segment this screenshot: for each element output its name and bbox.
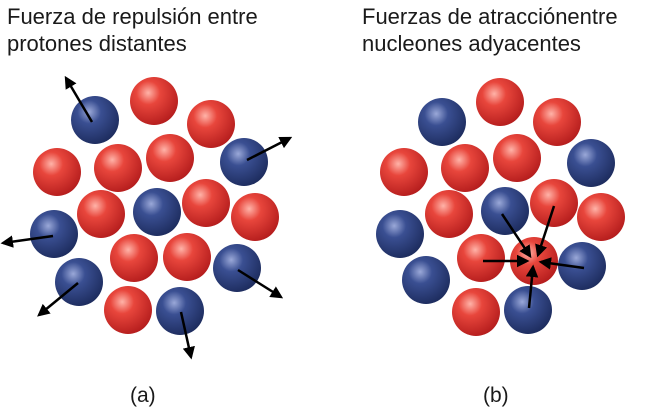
proton <box>33 148 81 196</box>
neutron <box>418 98 466 146</box>
attraction-arrow <box>500 213 532 259</box>
panel-a-nucleus <box>0 75 293 360</box>
neutron <box>481 187 529 235</box>
neutron <box>558 242 606 290</box>
neutron <box>504 286 552 334</box>
proton <box>577 193 625 241</box>
proton <box>452 288 500 336</box>
proton <box>187 100 235 148</box>
neutron <box>156 287 204 335</box>
proton <box>493 134 541 182</box>
repulsion-arrow <box>0 234 54 248</box>
neutron <box>220 138 268 186</box>
proton <box>457 234 505 282</box>
neutron <box>402 256 450 304</box>
neutron <box>376 210 424 258</box>
proton <box>182 179 230 227</box>
panel-b-title: Fuerzas de atracciónentre nucleones adya… <box>362 4 618 56</box>
proton <box>104 286 152 334</box>
attraction-arrow <box>535 205 556 258</box>
neutron <box>30 210 78 258</box>
panel-b-nucleus <box>376 78 625 336</box>
proton <box>130 77 178 125</box>
proton <box>380 148 428 196</box>
proton <box>231 193 279 241</box>
proton <box>110 234 158 282</box>
panel-a-caption: (a) <box>130 384 156 407</box>
neutron <box>133 188 181 236</box>
repulsion-arrow <box>237 268 284 299</box>
panel-b-caption: (b) <box>483 384 509 407</box>
neutron <box>213 244 261 292</box>
proton <box>533 98 581 146</box>
attraction-arrow <box>525 264 539 309</box>
neutron <box>55 258 103 306</box>
repulsion-arrow <box>37 282 79 317</box>
repulsion-arrow <box>179 311 195 360</box>
panel-a-title: Fuerza de repulsión entre protones dista… <box>7 4 258 56</box>
proton <box>476 78 524 126</box>
repulsion-arrow <box>246 136 293 162</box>
repulsion-arrow <box>64 75 94 123</box>
proton <box>77 190 125 238</box>
neutron <box>567 139 615 187</box>
proton <box>146 134 194 182</box>
proton <box>163 233 211 281</box>
proton <box>441 144 489 192</box>
proton <box>425 190 473 238</box>
proton <box>94 144 142 192</box>
neutron <box>71 96 119 144</box>
attraction-arrow <box>538 257 585 270</box>
proton <box>530 179 578 227</box>
